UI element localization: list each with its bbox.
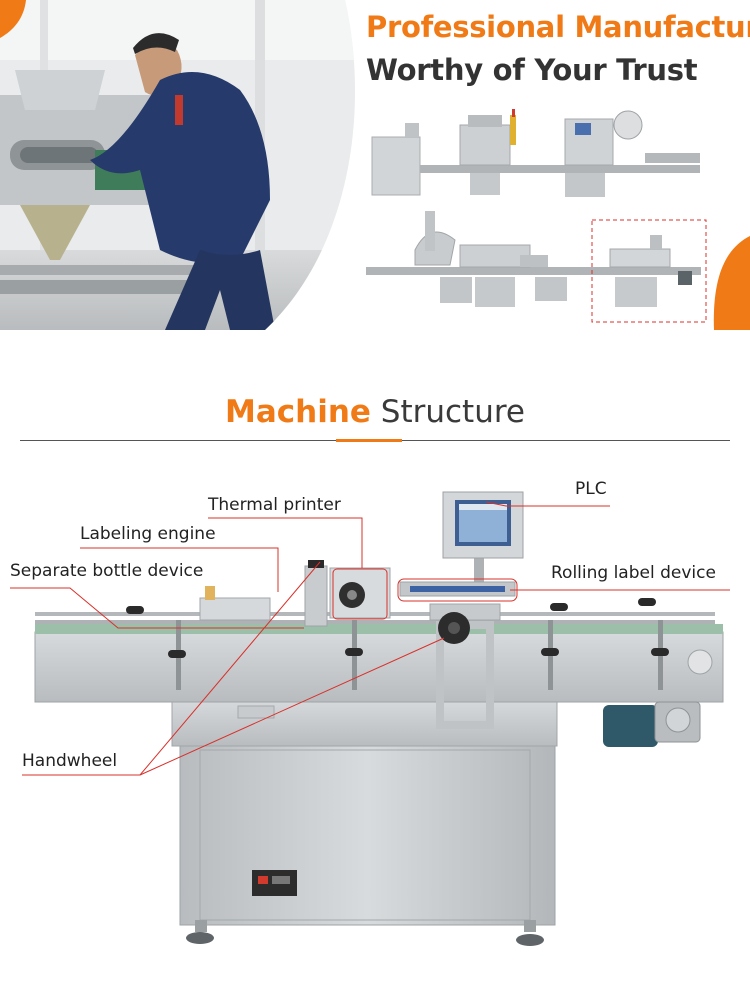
- callout-handwheel: Handwheel: [22, 751, 118, 771]
- handwheel-part: [429, 603, 501, 729]
- callout-rolling-label-device: Rolling label device: [551, 563, 716, 583]
- heading-rest-word: Structure: [380, 394, 525, 430]
- hero-banner: Professional Manufacture Worthy of Your …: [0, 0, 750, 330]
- callout-thermal-printer: Thermal printer: [208, 495, 341, 515]
- labeling-machine-diagram: [10, 491, 730, 946]
- section-heading: Machine Structure: [0, 394, 750, 430]
- headline-line-1: Professional Manufacture: [366, 10, 750, 44]
- callout-labeling-engine: Labeling engine: [80, 524, 216, 544]
- heading-accent-word: Machine: [224, 394, 371, 430]
- callout-separate-bottle-device: Separate bottle device: [10, 561, 204, 581]
- motor: [603, 649, 713, 747]
- production-line-bottom-image: [366, 211, 707, 323]
- corner-accent-right: [713, 236, 750, 330]
- factory-worker-photo: [0, 0, 356, 330]
- plc-panel: [442, 491, 524, 586]
- machine-feet: [186, 920, 544, 946]
- machine-cabinet: [171, 699, 558, 926]
- production-line-top-image: [371, 109, 700, 197]
- guide-rail-posts: [126, 598, 669, 690]
- headline-line-2: Worthy of Your Trust: [366, 53, 698, 87]
- callout-plc: PLC: [575, 479, 607, 499]
- separate-bottle-device-part: [199, 586, 271, 621]
- labeling-engine-part: [304, 560, 391, 627]
- callout-lines: [10, 501, 730, 776]
- corner-accent-left: [0, 0, 26, 38]
- heading-divider-accent: [336, 439, 402, 442]
- rolling-label-device-part: [399, 581, 516, 597]
